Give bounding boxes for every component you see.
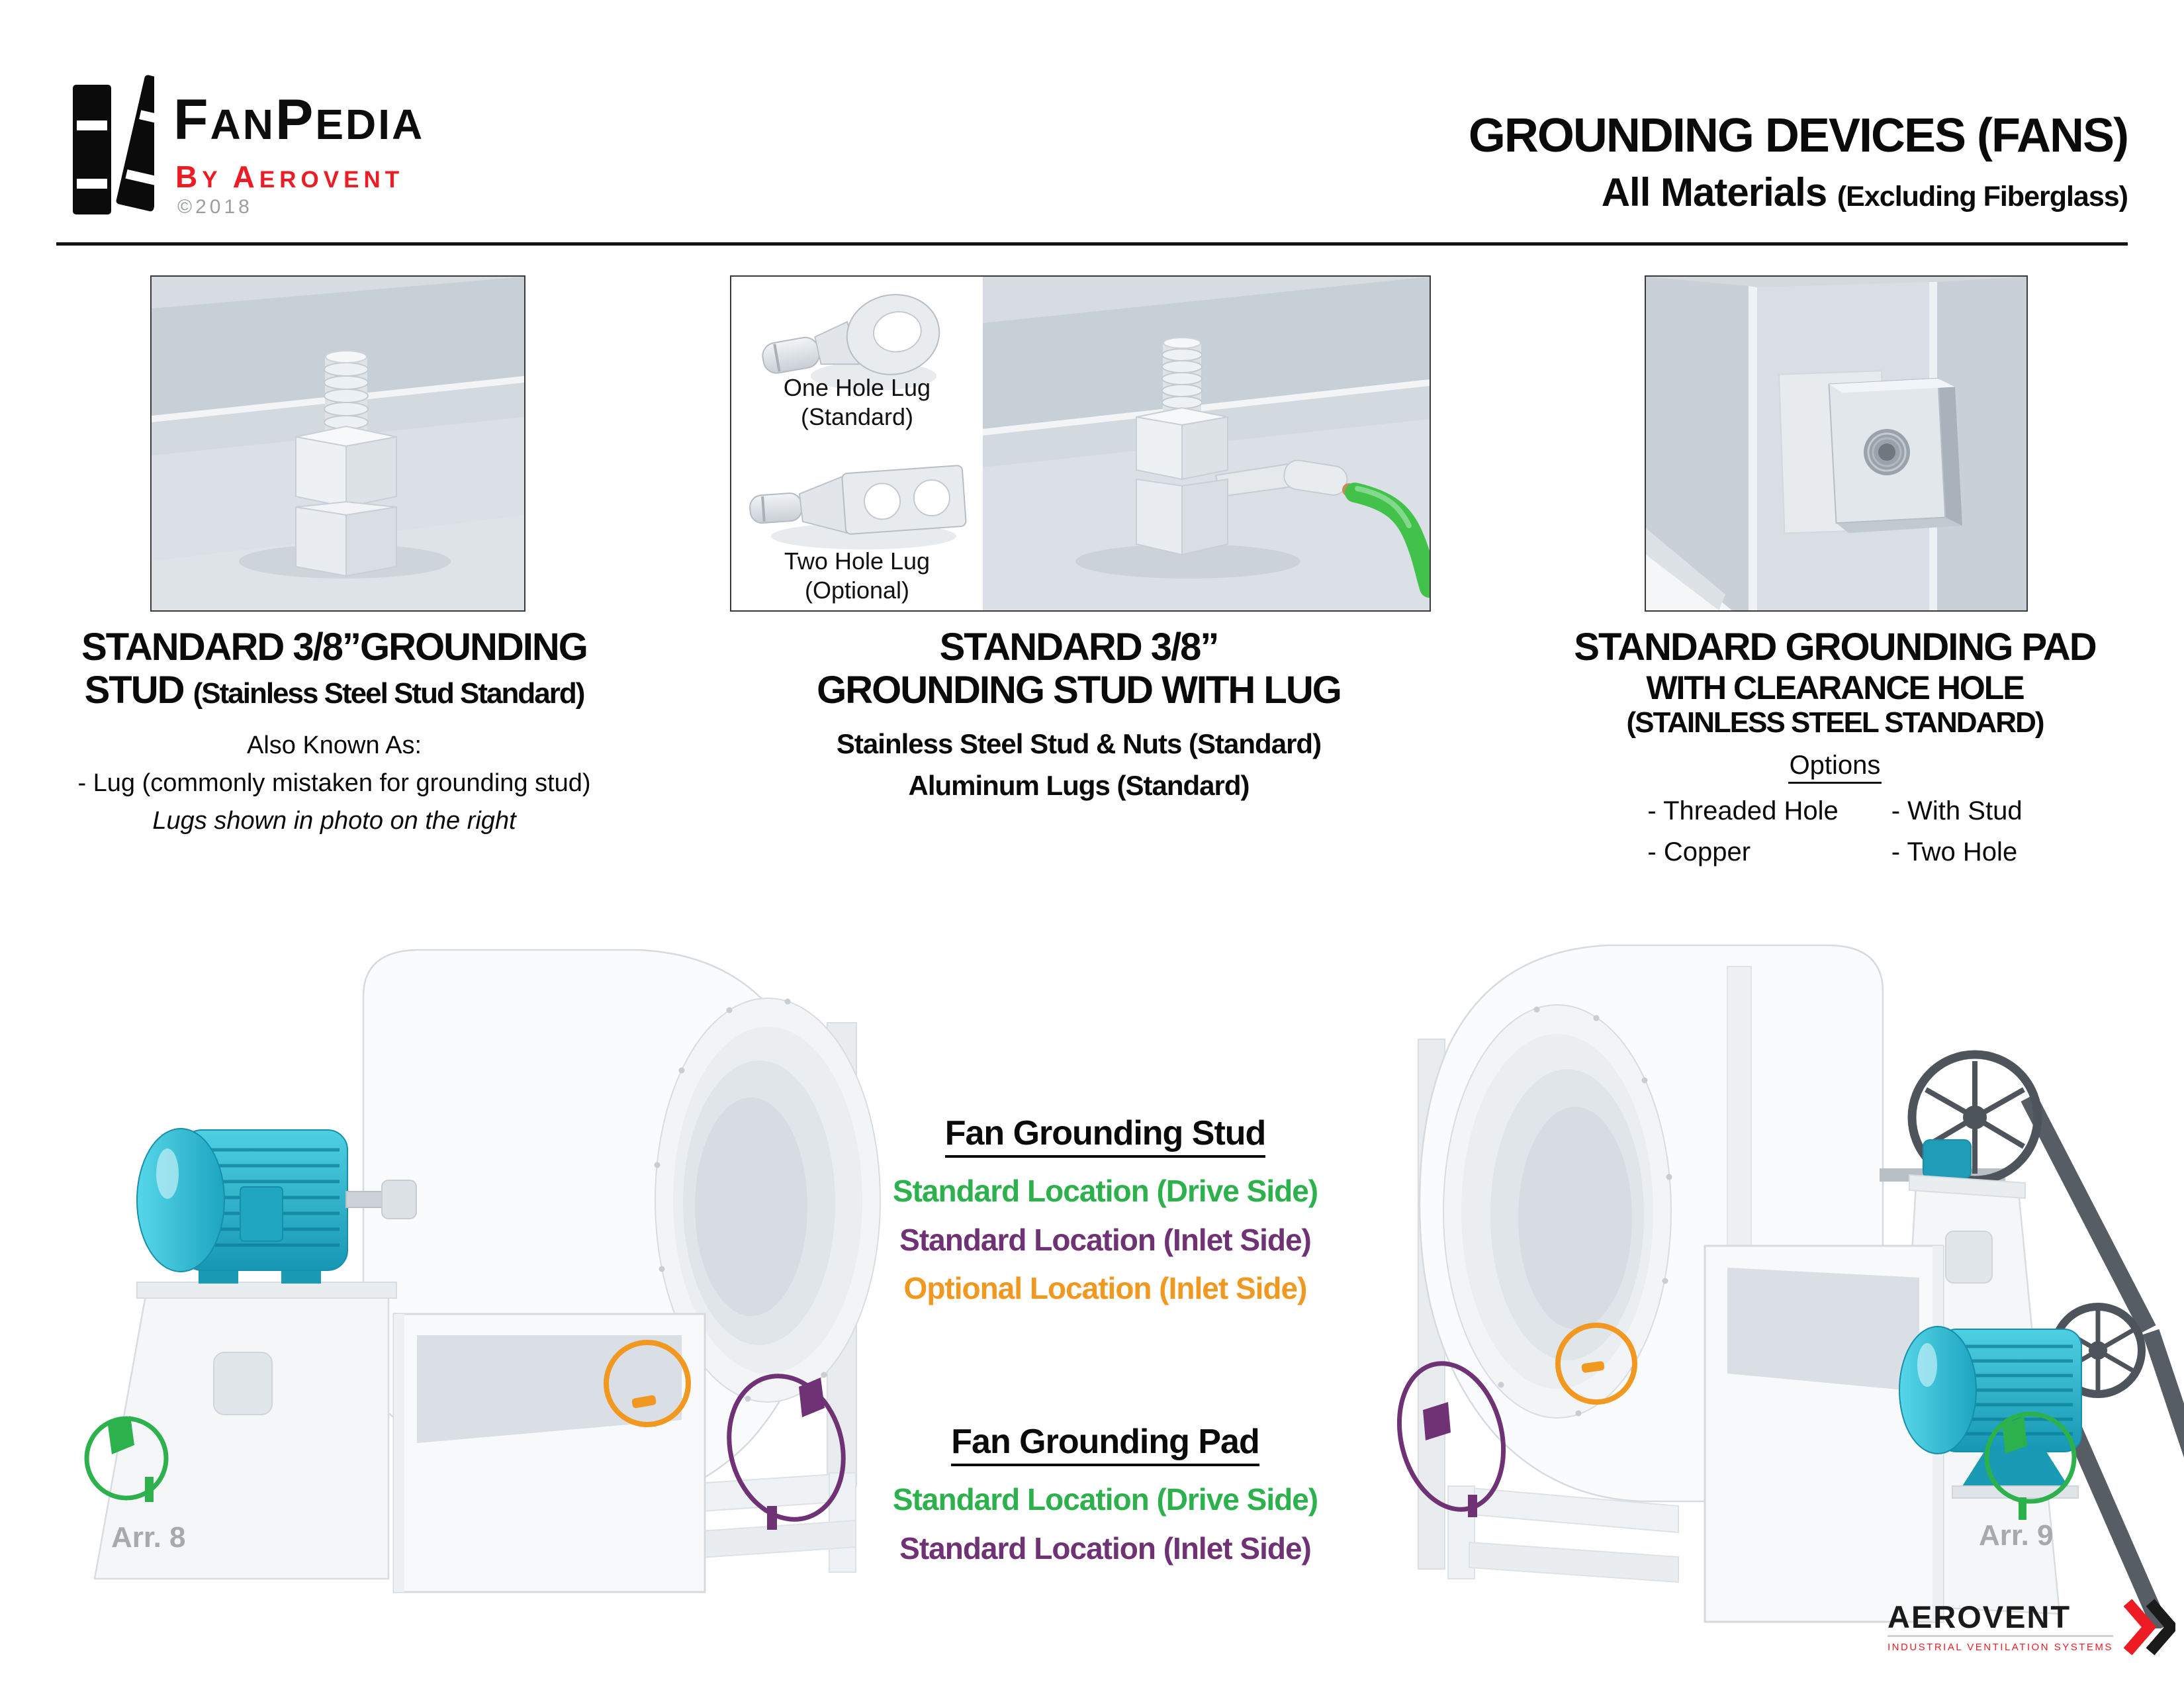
pad-caption-line2: WITH CLEARANCE HOLE — [1646, 669, 2025, 706]
grounding-stud-photo — [152, 277, 524, 610]
chevrons-icon — [2123, 1599, 2175, 1656]
legend-pad-heading: Fan Grounding Pad — [951, 1422, 1260, 1466]
pad-option-copper: - Copper — [1647, 837, 1751, 867]
fan-arr9-motor — [1899, 1326, 2082, 1499]
pad-caption: STANDARD GROUNDING PAD WITH CLEARANCE HO… — [1555, 626, 2115, 872]
brand-an: AN — [210, 101, 275, 148]
stud-aka-heading: Also Known As: — [246, 731, 422, 759]
footer-logo: AEROVENT Industrial Ventilation Systems — [1888, 1598, 2175, 1656]
books-icon — [71, 74, 183, 220]
stud-caption-title-note: (Stainless Steel Stud Standard) — [193, 677, 586, 710]
grounding-pad-icon — [1828, 377, 1962, 534]
legend-stud-inlet-side: Standard Location (Inlet Side) — [899, 1222, 1312, 1257]
legend-stud-optional-inlet: Optional Location (Inlet Side) — [903, 1271, 1308, 1306]
footer-rule — [1888, 1635, 2113, 1637]
one-hole-lug-label: One Hole Lug — [783, 374, 931, 401]
stud-lug-caption-sub1: Stainless Steel Stud & Nuts (Standard) — [836, 727, 1322, 759]
stud-lug-caption-line1: STANDARD 3/8” — [939, 626, 1220, 669]
legend-grounding-stud: Fan Grounding Stud Standard Location (Dr… — [834, 1113, 1377, 1313]
footer-brand: AEROVENT — [1888, 1599, 2071, 1634]
stud-lug-caption-line2: GROUNDING STUD WITH LUG — [817, 668, 1342, 712]
grounding-stud-photo-panel — [150, 275, 525, 612]
legend-pad-drive-side: Standard Location (Drive Side) — [892, 1482, 1318, 1517]
fan-arr9-illustration — [1396, 944, 2184, 1628]
legend-pad-inlet-side: Standard Location (Inlet Side) — [899, 1530, 1312, 1566]
arr9-green-annotation — [1984, 1411, 2077, 1520]
stud-caption: STANDARD 3/8”GROUNDING STUD (Stainless S… — [56, 626, 612, 840]
brand-copyright: ©2018 — [177, 196, 253, 218]
brand-name: FANPEDIA — [173, 91, 424, 148]
page-subtitle: All Materials (Excluding Fiberglass) — [1601, 169, 2128, 214]
fan-arr8-illustration — [84, 949, 881, 1593]
arr8-label: Arr. 8 — [111, 1521, 186, 1554]
legend-stud-drive-side: Standard Location (Drive Side) — [892, 1174, 1318, 1208]
stud-aka-note: Lugs shown in photo on the right — [152, 806, 516, 835]
brand-p: P — [275, 88, 316, 152]
pad-caption-line3: (STAINLESS STEEL STANDARD) — [1626, 706, 2044, 739]
legend-grounding-pad: Fan Grounding Pad Standard Location (Dri… — [834, 1422, 1377, 1573]
arr8-orange-annotation — [604, 1340, 691, 1427]
two-hole-lug-label: Two Hole Lug — [784, 547, 931, 575]
fan-arr9-inlet — [1443, 1004, 1672, 1419]
page-subtitle-note: (Excluding Fiberglass) — [1837, 180, 2128, 212]
arr9-label: Arr. 9 — [1979, 1519, 2054, 1552]
pad-caption-line1: STANDARD GROUNDING PAD — [1574, 626, 2097, 669]
header-title-block: GROUNDING DEVICES (FANS) All Materials (… — [1357, 109, 2129, 215]
brand-f: F — [173, 88, 210, 152]
stud-caption-title-line2: STUD (Stainless Steel Stud Standard) — [84, 668, 586, 712]
stud-with-lug-caption: STANDARD 3/8” GROUNDING STUD WITH LUG St… — [781, 626, 1377, 806]
lug-drawings — [749, 294, 967, 549]
two-hole-lug-icon — [749, 465, 967, 549]
fan-arr8-motor — [136, 1128, 417, 1284]
header-rule — [56, 242, 2128, 246]
fan-arr8-inlet — [654, 998, 881, 1403]
grounding-pad-photo-panel — [1645, 275, 2028, 612]
legend-stud-heading: Fan Grounding Stud — [944, 1113, 1266, 1158]
stud-with-wire-photo — [983, 277, 1430, 610]
footer-tagline: Industrial Ventilation Systems — [1888, 1642, 2113, 1653]
arr8-green-annotation — [84, 1416, 169, 1502]
grounding-pad-photo — [1646, 277, 2026, 610]
pad-options-heading: Options — [1788, 751, 1882, 784]
one-hole-lug-note: (Standard) — [800, 403, 914, 430]
arr9-orange-annotation — [1555, 1323, 1637, 1405]
brand-byline: BY AEROVENT — [175, 160, 404, 194]
page-title: GROUNDING DEVICES (FANS) — [1468, 109, 2129, 162]
stud-with-lug-panel: One Hole Lug (Standard) Two Hole Lug (Op… — [730, 275, 1431, 612]
stud-aka-item: - Lug (commonly mistaken for grounding s… — [77, 769, 591, 797]
one-hole-lug-icon — [762, 294, 940, 391]
brand-edia: EDIA — [315, 101, 425, 148]
stud-caption-title-line1: STANDARD 3/8”GROUNDING — [81, 626, 588, 669]
arr8-purple-annotation — [727, 1374, 846, 1530]
pad-option-threaded-hole: - Threaded Hole — [1647, 796, 1839, 826]
arr9-purple-annotation — [1396, 1361, 1506, 1517]
pad-option-two-hole: - Two Hole — [1891, 837, 2018, 867]
two-hole-lug-note: (Optional) — [804, 577, 910, 604]
stud-lug-caption-sub2: Aluminum Lugs (Standard) — [908, 769, 1250, 801]
pad-options: - Threaded Hole - Copper - With Stud - T… — [1555, 790, 2115, 872]
pad-option-with-stud: - With Stud — [1891, 796, 2023, 826]
